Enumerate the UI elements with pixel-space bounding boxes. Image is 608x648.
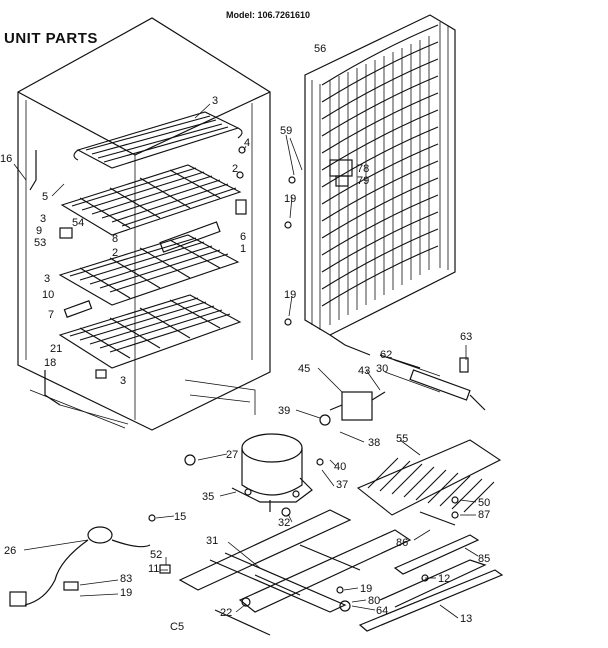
drier-and-tubes <box>379 354 486 411</box>
evaporator-shelf-3 <box>58 294 242 369</box>
callout-15: 15 <box>174 511 186 523</box>
callout-26: 26 <box>4 545 16 557</box>
callout-40: 40 <box>334 461 346 473</box>
callout-45: 45 <box>298 363 310 375</box>
condenser-coil <box>304 14 456 356</box>
callout-52: 52 <box>150 549 162 561</box>
callout-18: 18 <box>44 357 56 369</box>
relay-overload <box>319 391 386 426</box>
callout-3: 3 <box>40 213 46 225</box>
fasteners <box>148 176 459 612</box>
callout-38: 38 <box>368 437 380 449</box>
callout-31: 31 <box>206 535 218 547</box>
callout-19: 19 <box>284 289 296 301</box>
callout-37: 37 <box>336 479 348 491</box>
callout-9: 9 <box>36 225 42 237</box>
cabinet-frame <box>17 17 271 431</box>
callout-3: 3 <box>44 273 50 285</box>
callout-35: 35 <box>202 491 214 503</box>
evaporator-shelf-2 <box>58 234 240 306</box>
footer-code: C5 <box>170 621 184 633</box>
callout-19: 19 <box>284 193 296 205</box>
evaporator-shelf-1 <box>60 164 242 236</box>
callout-80: 80 <box>368 595 380 607</box>
compressor <box>231 433 313 512</box>
callout-19: 19 <box>120 587 132 599</box>
callout-59: 59 <box>280 125 292 137</box>
callout-83: 83 <box>120 573 132 585</box>
callout-3: 3 <box>212 95 218 107</box>
callout-87: 87 <box>478 509 490 521</box>
callout-62: 62 <box>380 349 392 361</box>
rails <box>358 511 504 632</box>
callout-86: 86 <box>396 537 408 549</box>
callout-22: 22 <box>220 607 232 619</box>
callout-11: 11 <box>148 563 159 575</box>
callout-labels: 3 16 5 4 2 3 54 9 53 8 2 6 1 3 10 7 21 1… <box>0 43 490 633</box>
callout-6: 6 <box>240 231 246 243</box>
callout-32: 32 <box>278 517 290 529</box>
callout-10: 10 <box>42 289 54 301</box>
callout-54: 54 <box>72 217 84 229</box>
callout-50: 50 <box>478 497 490 509</box>
callout-2: 2 <box>232 163 238 175</box>
callout-79: 79 <box>357 175 369 187</box>
callout-27: 27 <box>226 449 238 461</box>
diagram-title: UNIT PARTS <box>4 30 98 47</box>
callout-8: 8 <box>112 233 118 245</box>
callout-56: 56 <box>314 43 326 55</box>
model-number: Model: 106.7261610 <box>226 10 311 20</box>
callout-53: 53 <box>34 237 46 249</box>
callout-19: 19 <box>360 583 372 595</box>
callout-13: 13 <box>460 613 472 625</box>
callout-7: 7 <box>48 309 54 321</box>
callout-16: 16 <box>0 153 12 165</box>
callout-12: 12 <box>438 573 450 585</box>
callout-3: 3 <box>120 375 126 387</box>
callout-5: 5 <box>42 191 48 203</box>
callout-43: 43 <box>358 365 370 377</box>
cabinet-small-parts <box>29 146 247 406</box>
callout-1: 1 <box>240 243 246 255</box>
callout-2: 2 <box>112 247 118 259</box>
callout-85: 85 <box>478 553 490 565</box>
defrost-drain-coil <box>356 439 502 516</box>
callout-30: 30 <box>376 363 388 375</box>
callout-64: 64 <box>376 605 388 617</box>
power-cord <box>9 526 171 607</box>
callout-78: 78 <box>357 163 369 175</box>
evaporator-coil-top <box>73 111 243 169</box>
callout-63: 63 <box>460 331 472 343</box>
base-frame <box>178 509 487 636</box>
callout-55: 55 <box>396 433 408 445</box>
callout-39: 39 <box>278 405 290 417</box>
leader-lines <box>13 103 479 619</box>
callout-4: 4 <box>244 137 250 149</box>
callout-21: 21 <box>50 343 62 355</box>
